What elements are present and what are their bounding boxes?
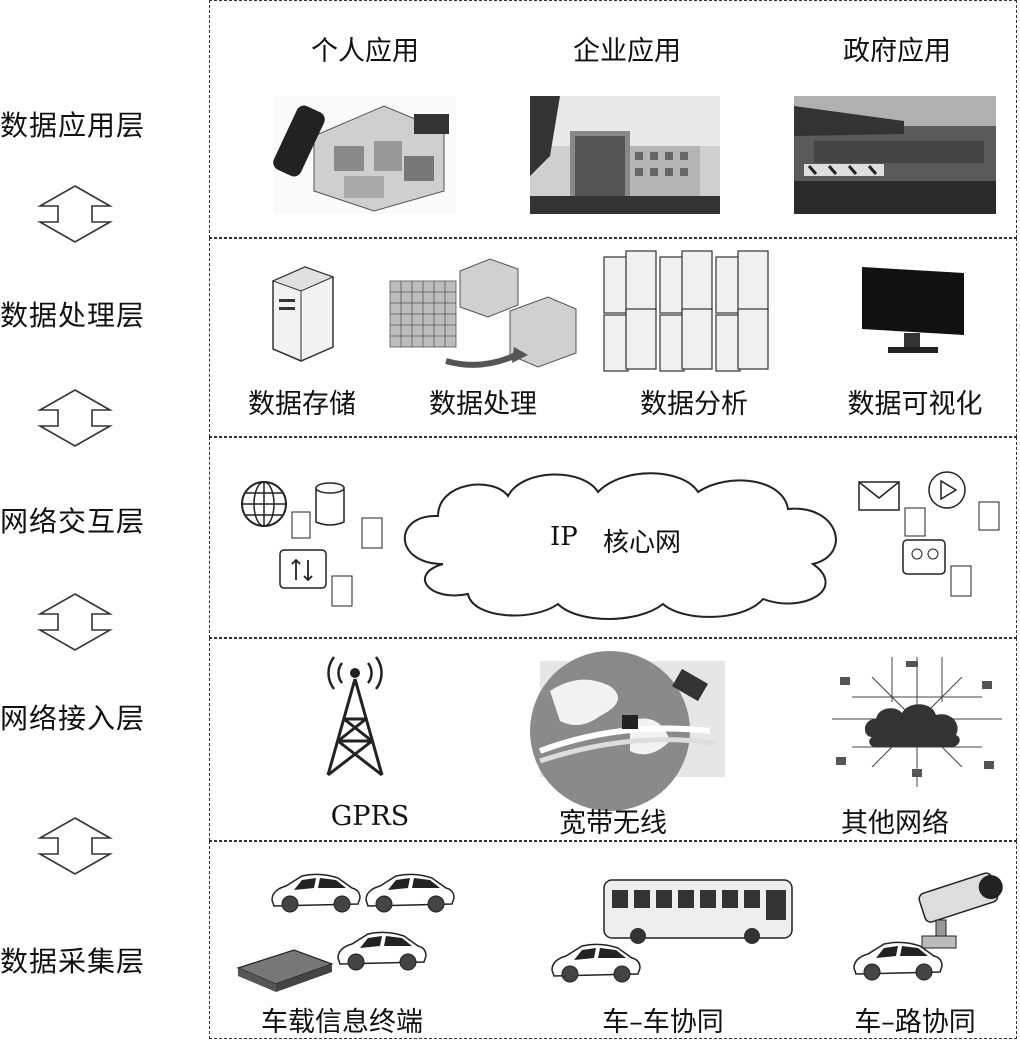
server-icon [271, 266, 335, 362]
network-cloud-diagram-icon [832, 657, 1002, 787]
vehicle-to-road-label: 车–路协同 [854, 1007, 976, 1038]
government-tollgate-photo [794, 96, 996, 214]
processing-layer-panel: 数据存储 数据处理 数据分析 数据可视化 [209, 238, 1017, 437]
double-arrow-icon [36, 389, 114, 447]
core-network-label: 核心网 [603, 528, 682, 558]
application-layer-panel: 个人应用 企业应用 政府应用 [209, 0, 1017, 238]
server-cluster-icon [603, 250, 769, 372]
enterprise-app-label: 企业应用 [573, 36, 681, 67]
data-cubes-icon [389, 258, 577, 368]
cloud-icon [403, 472, 837, 620]
right-terminals-group [858, 471, 1000, 597]
bus-and-car-icon [551, 879, 793, 983]
left-terminals-group [241, 481, 383, 607]
data-storage-label: 数据存储 [248, 389, 356, 420]
double-arrow-icon [36, 593, 114, 651]
camera-and-car-icon [853, 872, 1003, 981]
gprs-label: GPRS [330, 801, 410, 832]
vehicle-terminal-label: 车载信息终端 [261, 1007, 423, 1038]
personal-app-label: 个人应用 [311, 36, 419, 67]
smart-home-photo [273, 96, 456, 214]
double-arrow-icon [36, 185, 114, 243]
antenna-tower-icon [326, 656, 384, 777]
layer-label-processing: 数据处理层 [0, 299, 146, 332]
government-app-label: 政府应用 [843, 36, 951, 67]
vehicle-to-vehicle-label: 车–车协同 [602, 1007, 724, 1038]
broadband-globe-cable-photo [530, 651, 725, 811]
layer-label-collection: 数据采集层 [0, 945, 146, 978]
layer-label-interaction: 网络交互层 [0, 505, 146, 538]
layer-label-access: 网络接入层 [0, 702, 146, 735]
double-arrow-icon [36, 817, 114, 875]
access-layer-panel: GPRS 宽带无线 其他网络 [209, 638, 1017, 841]
broadband-wireless-label: 宽带无线 [559, 808, 667, 839]
ip-label: IP [550, 522, 578, 552]
layer-label-application: 数据应用层 [0, 109, 146, 142]
interaction-layer-panel: IP 核心网 [209, 437, 1017, 638]
data-analysis-label: 数据分析 [640, 389, 748, 420]
data-processing-label: 数据处理 [429, 389, 537, 420]
collection-layer-panel: 车载信息终端 车–车协同 [209, 841, 1017, 1039]
vehicle-terminal-cars-icon [236, 873, 455, 992]
monitor-icon [862, 267, 964, 353]
enterprise-building-photo [530, 96, 720, 214]
data-visualization-label: 数据可视化 [847, 389, 983, 420]
other-networks-label: 其他网络 [841, 808, 949, 839]
